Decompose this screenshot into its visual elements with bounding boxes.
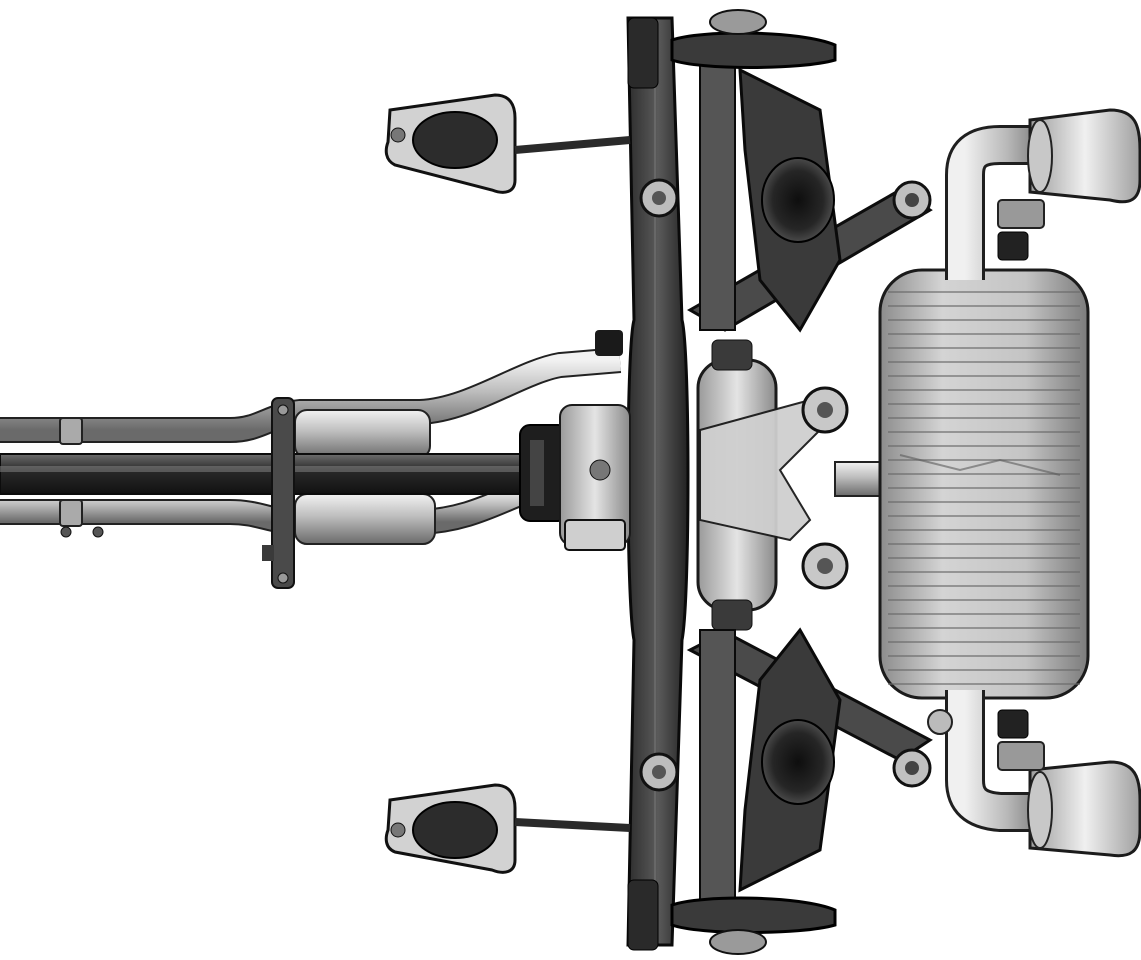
exhaust-tip-upper: [1027, 108, 1141, 204]
exhaust-tip-lower: [1027, 760, 1141, 858]
subframe-mount-lower: [639, 752, 679, 792]
differential-housing: [559, 339, 832, 631]
diff-mount-lower: [801, 542, 849, 590]
muffler-ribs: [888, 291, 1080, 685]
tailpipe-lower: [945, 690, 1050, 832]
diff-bracket: [564, 330, 626, 551]
rear-muffler: [834, 268, 1090, 700]
drive-shaft: [0, 453, 541, 495]
tailpipe-upper: [945, 125, 1050, 280]
wheel-hub-upper: [627, 9, 837, 89]
bushing-upper: [761, 157, 835, 243]
resonator-lower: [294, 493, 436, 545]
body-mount-upper: [384, 93, 631, 194]
wheel-hub-lower: [627, 879, 837, 955]
diff-mount-upper: [801, 386, 849, 434]
exhaust-hanger-bracket: [262, 397, 295, 589]
resonator-upper: [294, 409, 431, 459]
exhaust-hanger-lower: [927, 709, 1045, 771]
subframe-mount-upper: [639, 178, 679, 218]
subframe-crossmember: [626, 16, 690, 947]
body-mount-lower: [384, 783, 631, 874]
bushing-lower: [761, 719, 835, 805]
exhaust-hanger-upper: [997, 199, 1045, 261]
